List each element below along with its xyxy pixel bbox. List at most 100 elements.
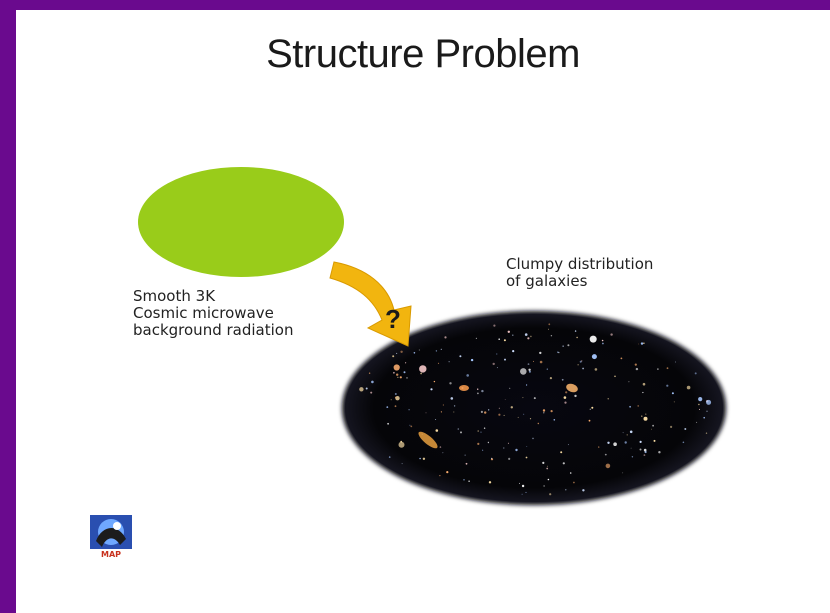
galaxy-dot — [439, 475, 441, 477]
galaxy-dot — [406, 377, 408, 379]
galaxy-dot — [542, 461, 545, 464]
galaxy-dot — [387, 422, 389, 425]
galaxy-dot — [637, 405, 639, 407]
galaxy-dot — [418, 349, 420, 351]
galaxy-dot — [588, 419, 591, 422]
galaxy-dot — [549, 493, 552, 496]
galaxy-dot — [558, 352, 560, 354]
galaxy-dot — [488, 481, 492, 484]
galaxy-dot — [430, 388, 433, 391]
galaxy-dot — [371, 380, 374, 384]
galaxy-dot — [528, 370, 531, 373]
galaxy-dot — [530, 335, 532, 338]
galaxy-dot — [651, 428, 652, 430]
galaxy-dot — [522, 397, 524, 399]
galaxy-dot — [395, 396, 400, 401]
galaxy-dot — [440, 411, 442, 413]
galaxy-dot — [643, 342, 645, 345]
galaxy-dot — [635, 367, 639, 371]
galaxy-dot — [524, 333, 528, 336]
galaxy-dot — [591, 354, 597, 360]
galaxy-dot — [457, 428, 460, 430]
galaxy-dot — [628, 381, 630, 383]
galaxy-blob — [418, 431, 438, 449]
galaxy-blob — [566, 383, 578, 393]
galaxy-stars — [359, 323, 712, 496]
galaxy-dot — [496, 353, 498, 355]
galaxy-dot — [498, 338, 501, 341]
galaxy-dot — [477, 430, 480, 432]
galaxy-dot — [574, 394, 577, 398]
galaxy-dot — [671, 392, 674, 395]
galaxy-dot — [475, 337, 477, 339]
galaxy-dot — [482, 449, 484, 451]
galaxy-dot — [442, 452, 444, 454]
galaxy-dot — [420, 372, 422, 375]
galaxy-dot — [477, 442, 480, 445]
map-satellite-logo-icon: MAP — [90, 515, 132, 559]
galaxy-dot — [403, 371, 406, 374]
galaxy-dot — [400, 350, 403, 353]
galaxy-dot — [563, 396, 567, 399]
galaxy-dot — [394, 393, 397, 395]
galaxy-dot — [565, 489, 567, 491]
galaxy-dot — [564, 401, 567, 404]
galaxy-dot — [453, 405, 456, 407]
galaxy-dot — [631, 456, 634, 458]
galaxy-dot — [562, 462, 565, 465]
galaxy-dot — [624, 441, 627, 444]
galaxy-dot — [517, 416, 519, 418]
slide-title: Structure Problem — [266, 32, 580, 76]
galaxy-dot — [464, 454, 466, 456]
galaxy-dot — [562, 345, 564, 347]
galaxy-dot — [483, 427, 486, 429]
galaxy-dot — [539, 351, 542, 355]
galaxy-dot — [398, 441, 405, 448]
galaxy-dot — [491, 457, 493, 459]
galaxy-dot — [546, 467, 549, 470]
galaxy-dot — [526, 384, 528, 386]
galaxy-dot — [642, 391, 644, 394]
galaxy-dot — [397, 376, 399, 378]
galaxy-dot — [622, 472, 624, 474]
galaxy-dot — [605, 463, 611, 469]
galaxy-dot — [446, 471, 449, 474]
galaxy-dot — [546, 465, 548, 467]
galaxy-dot — [698, 403, 700, 406]
galaxy-dot — [419, 457, 421, 460]
galaxy-dot — [503, 339, 506, 342]
galaxy-dot — [528, 368, 531, 371]
galaxy-dot — [598, 446, 600, 448]
galaxy-dot — [614, 375, 616, 378]
galaxy-dot — [548, 328, 549, 330]
galaxy-dot — [492, 362, 495, 366]
galaxy-dot — [604, 453, 607, 456]
galaxy-dot — [629, 430, 633, 434]
galaxy-dot — [607, 398, 609, 400]
galaxy-dot — [480, 431, 482, 433]
galaxy-dot — [386, 406, 389, 408]
galaxy-dot — [607, 441, 610, 444]
galaxy-dot — [503, 414, 505, 416]
galaxy-dot — [561, 378, 564, 381]
galaxy-dot — [546, 368, 548, 370]
slide: Structure Problem ? Smooth 3K Cosmic mi — [16, 10, 830, 613]
galaxy-dot — [610, 333, 613, 336]
galaxy-dot — [388, 456, 391, 458]
galaxy-dot — [481, 389, 484, 393]
galaxy-dot — [542, 409, 546, 412]
galaxy-dot — [435, 350, 438, 352]
galaxy-dot — [594, 368, 598, 371]
galaxy-dot — [574, 330, 577, 332]
galaxy-dot — [698, 397, 703, 402]
galaxy-dot — [409, 424, 411, 426]
transition-arrow: ? — [329, 261, 412, 347]
galaxy-dot — [480, 410, 483, 413]
galaxy-dot — [642, 382, 646, 386]
galaxy-dot — [510, 406, 513, 409]
galaxy-dot — [589, 335, 597, 343]
galaxy-dot — [460, 431, 462, 434]
galaxy-dot — [450, 397, 454, 400]
galaxy-dot — [526, 446, 528, 447]
arrow-question-mark: ? — [385, 304, 401, 334]
